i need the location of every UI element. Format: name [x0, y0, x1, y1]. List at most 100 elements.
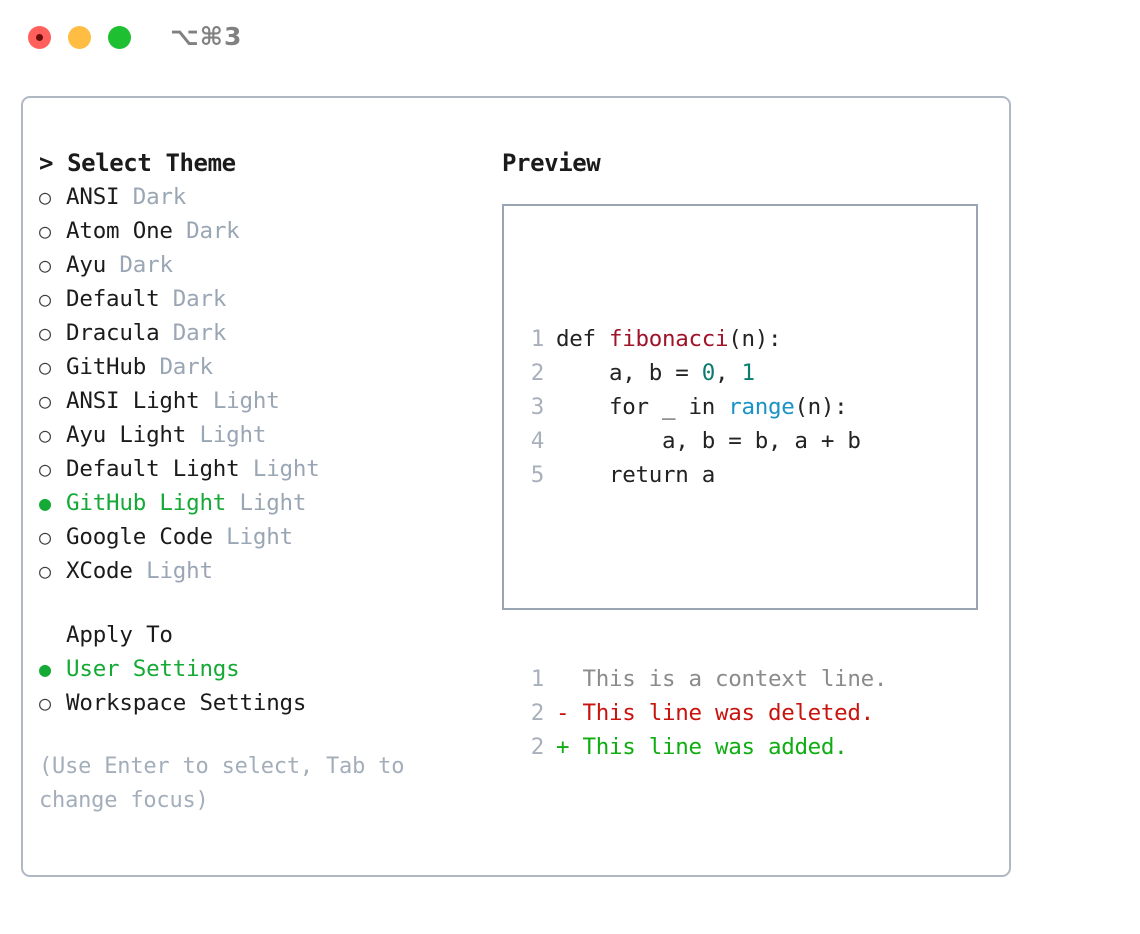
theme-option-github[interactable]: ○ GitHub Dark: [39, 350, 487, 384]
theme-kind-tag: Dark: [172, 286, 227, 312]
theme-name: GitHub: [66, 354, 147, 380]
maximize-window-icon[interactable]: [108, 26, 131, 49]
theme-kind-tag: Dark: [186, 218, 240, 244]
line-number: 1: [530, 666, 545, 692]
theme-kind-tag: Dark: [159, 354, 213, 380]
theme-name: Ayu: [66, 252, 107, 278]
theme-kind-tag: Light: [239, 490, 307, 516]
radio-unselected-icon: ○: [39, 185, 51, 209]
code-token-builtin: range: [728, 394, 795, 420]
keyboard-shortcut-label: ⌥⌘3: [170, 22, 243, 51]
close-window-icon[interactable]: [28, 26, 51, 49]
code-token-func: fibonacci: [609, 326, 729, 352]
apply-option-workspace-settings[interactable]: ○Workspace Settings: [39, 686, 487, 720]
code-token-num: 0: [701, 360, 716, 386]
radio-unselected-icon: ○: [39, 253, 51, 277]
code-token-plain: a, b =: [556, 360, 702, 386]
radio-unselected-icon: ○: [39, 389, 51, 413]
radio-selected-icon: ●: [39, 491, 51, 515]
line-number: 5: [530, 462, 545, 488]
diff-text: This line was deleted.: [582, 700, 875, 726]
diff-text: This line was added.: [582, 734, 848, 760]
code-token-plain: def: [556, 326, 609, 352]
theme-name: ANSI: [66, 184, 120, 210]
diff-text: This is a context line.: [582, 666, 888, 692]
line-number: 4: [530, 428, 545, 454]
theme-kind-tag: Dark: [132, 184, 187, 210]
theme-option-default-light[interactable]: ○ Default Light Light: [39, 452, 487, 486]
theme-option-ansi[interactable]: ○ ANSI Dark: [39, 180, 487, 214]
diff-line-add: 2 + This line was added.: [522, 730, 968, 764]
line-number: 2: [530, 700, 545, 726]
theme-option-ayu-light[interactable]: ○Ayu Light Light: [39, 418, 487, 452]
theme-option-xcode[interactable]: ○ XCode Light: [39, 554, 487, 588]
theme-name: XCode: [66, 558, 133, 584]
minimize-window-icon[interactable]: [68, 26, 91, 49]
theme-kind-tag: Light: [252, 456, 320, 482]
code-token-num: 1: [741, 360, 755, 386]
apply-option-user-settings[interactable]: ● User Settings: [39, 652, 487, 686]
radio-unselected-icon: ○: [39, 355, 51, 379]
code-token-plain: ,: [714, 360, 742, 386]
theme-name: GitHub Light: [66, 490, 227, 516]
apply-option-label: User Settings: [66, 656, 240, 682]
theme-kind-tag: Dark: [172, 320, 227, 346]
preview-heading: Preview: [502, 149, 601, 177]
radio-selected-icon: ●: [39, 657, 51, 681]
theme-name: Default Light: [66, 456, 240, 482]
radio-unselected-icon: ○: [39, 423, 51, 447]
select-theme-heading: > Select Theme: [39, 149, 236, 177]
line-number: 2: [530, 360, 545, 386]
theme-option-atom-one[interactable]: ○ Atom One Dark: [39, 214, 487, 248]
theme-kind-tag: Light: [146, 558, 213, 584]
theme-option-google-code[interactable]: ○Google Code Light: [39, 520, 487, 554]
radio-unselected-icon: ○: [39, 559, 51, 583]
theme-kind-tag: Light: [212, 388, 280, 414]
theme-kind-tag: Light: [226, 524, 293, 550]
code-line: 2 a, b = 0, 1: [522, 356, 968, 390]
code-token-plain: a, b = b, a + b: [556, 428, 861, 454]
line-number: 2: [530, 734, 545, 760]
code-token-plain: (n):: [794, 394, 848, 420]
spacer: [39, 588, 487, 618]
radio-unselected-icon: ○: [39, 287, 51, 311]
code-gap: [522, 560, 968, 594]
titlebar: ⌥⌘3: [0, 0, 1140, 78]
radio-unselected-icon: ○: [39, 219, 51, 243]
diff-marker: +: [556, 734, 583, 760]
theme-option-github-light[interactable]: ● GitHub Light Light: [39, 486, 487, 520]
radio-unselected-icon: ○: [39, 525, 51, 549]
theme-selection-pane: > Select Theme ○ANSI Dark○Atom One Dark○…: [39, 146, 487, 818]
theme-list: ○ ANSI Dark ○ Atom One Dark ○ Ayu Dark ○ Defaul…: [39, 180, 487, 588]
theme-option-ayu[interactable]: ○ Ayu Dark: [39, 248, 487, 282]
theme-kind-tag: Light: [199, 422, 267, 448]
code-token-plain: return a: [556, 462, 715, 488]
diff-marker: -: [556, 700, 583, 726]
apply-option-label: Workspace Settings: [66, 690, 307, 716]
diff-line-del: 2- This line was deleted.: [522, 696, 968, 730]
theme-name: ANSI Light: [66, 388, 200, 414]
theme-kind-tag: Dark: [119, 252, 173, 278]
code-token-plain: (n):: [728, 326, 782, 352]
theme-option-ansi-light[interactable]: ○ ANSI Light Light: [39, 384, 487, 418]
code-line: 3 for _ in range(n):: [522, 390, 968, 424]
theme-option-default[interactable]: ○ Default Dark: [39, 282, 487, 316]
radio-unselected-icon: ○: [39, 457, 51, 481]
theme-name: Atom One: [66, 218, 173, 244]
window-controls: [28, 26, 131, 49]
keyboard-hint: (Use Enter to select, Tab to change focu…: [39, 754, 405, 813]
code-line: 5 return a: [522, 458, 968, 492]
code-line: 4 a, b = b, a + b: [522, 424, 968, 458]
theme-name: Default: [66, 286, 160, 312]
theme-option-dracula[interactable]: ○Dracula Dark: [39, 316, 487, 350]
theme-picker-dialog: > Select Theme ○ANSI Dark○Atom One Dark○…: [21, 96, 1011, 877]
diff-marker: [556, 666, 583, 692]
diff-sample: 1 This is a context line.2- This line wa…: [522, 662, 968, 764]
diff-line-ctx: 1 This is a context line.: [522, 662, 968, 696]
